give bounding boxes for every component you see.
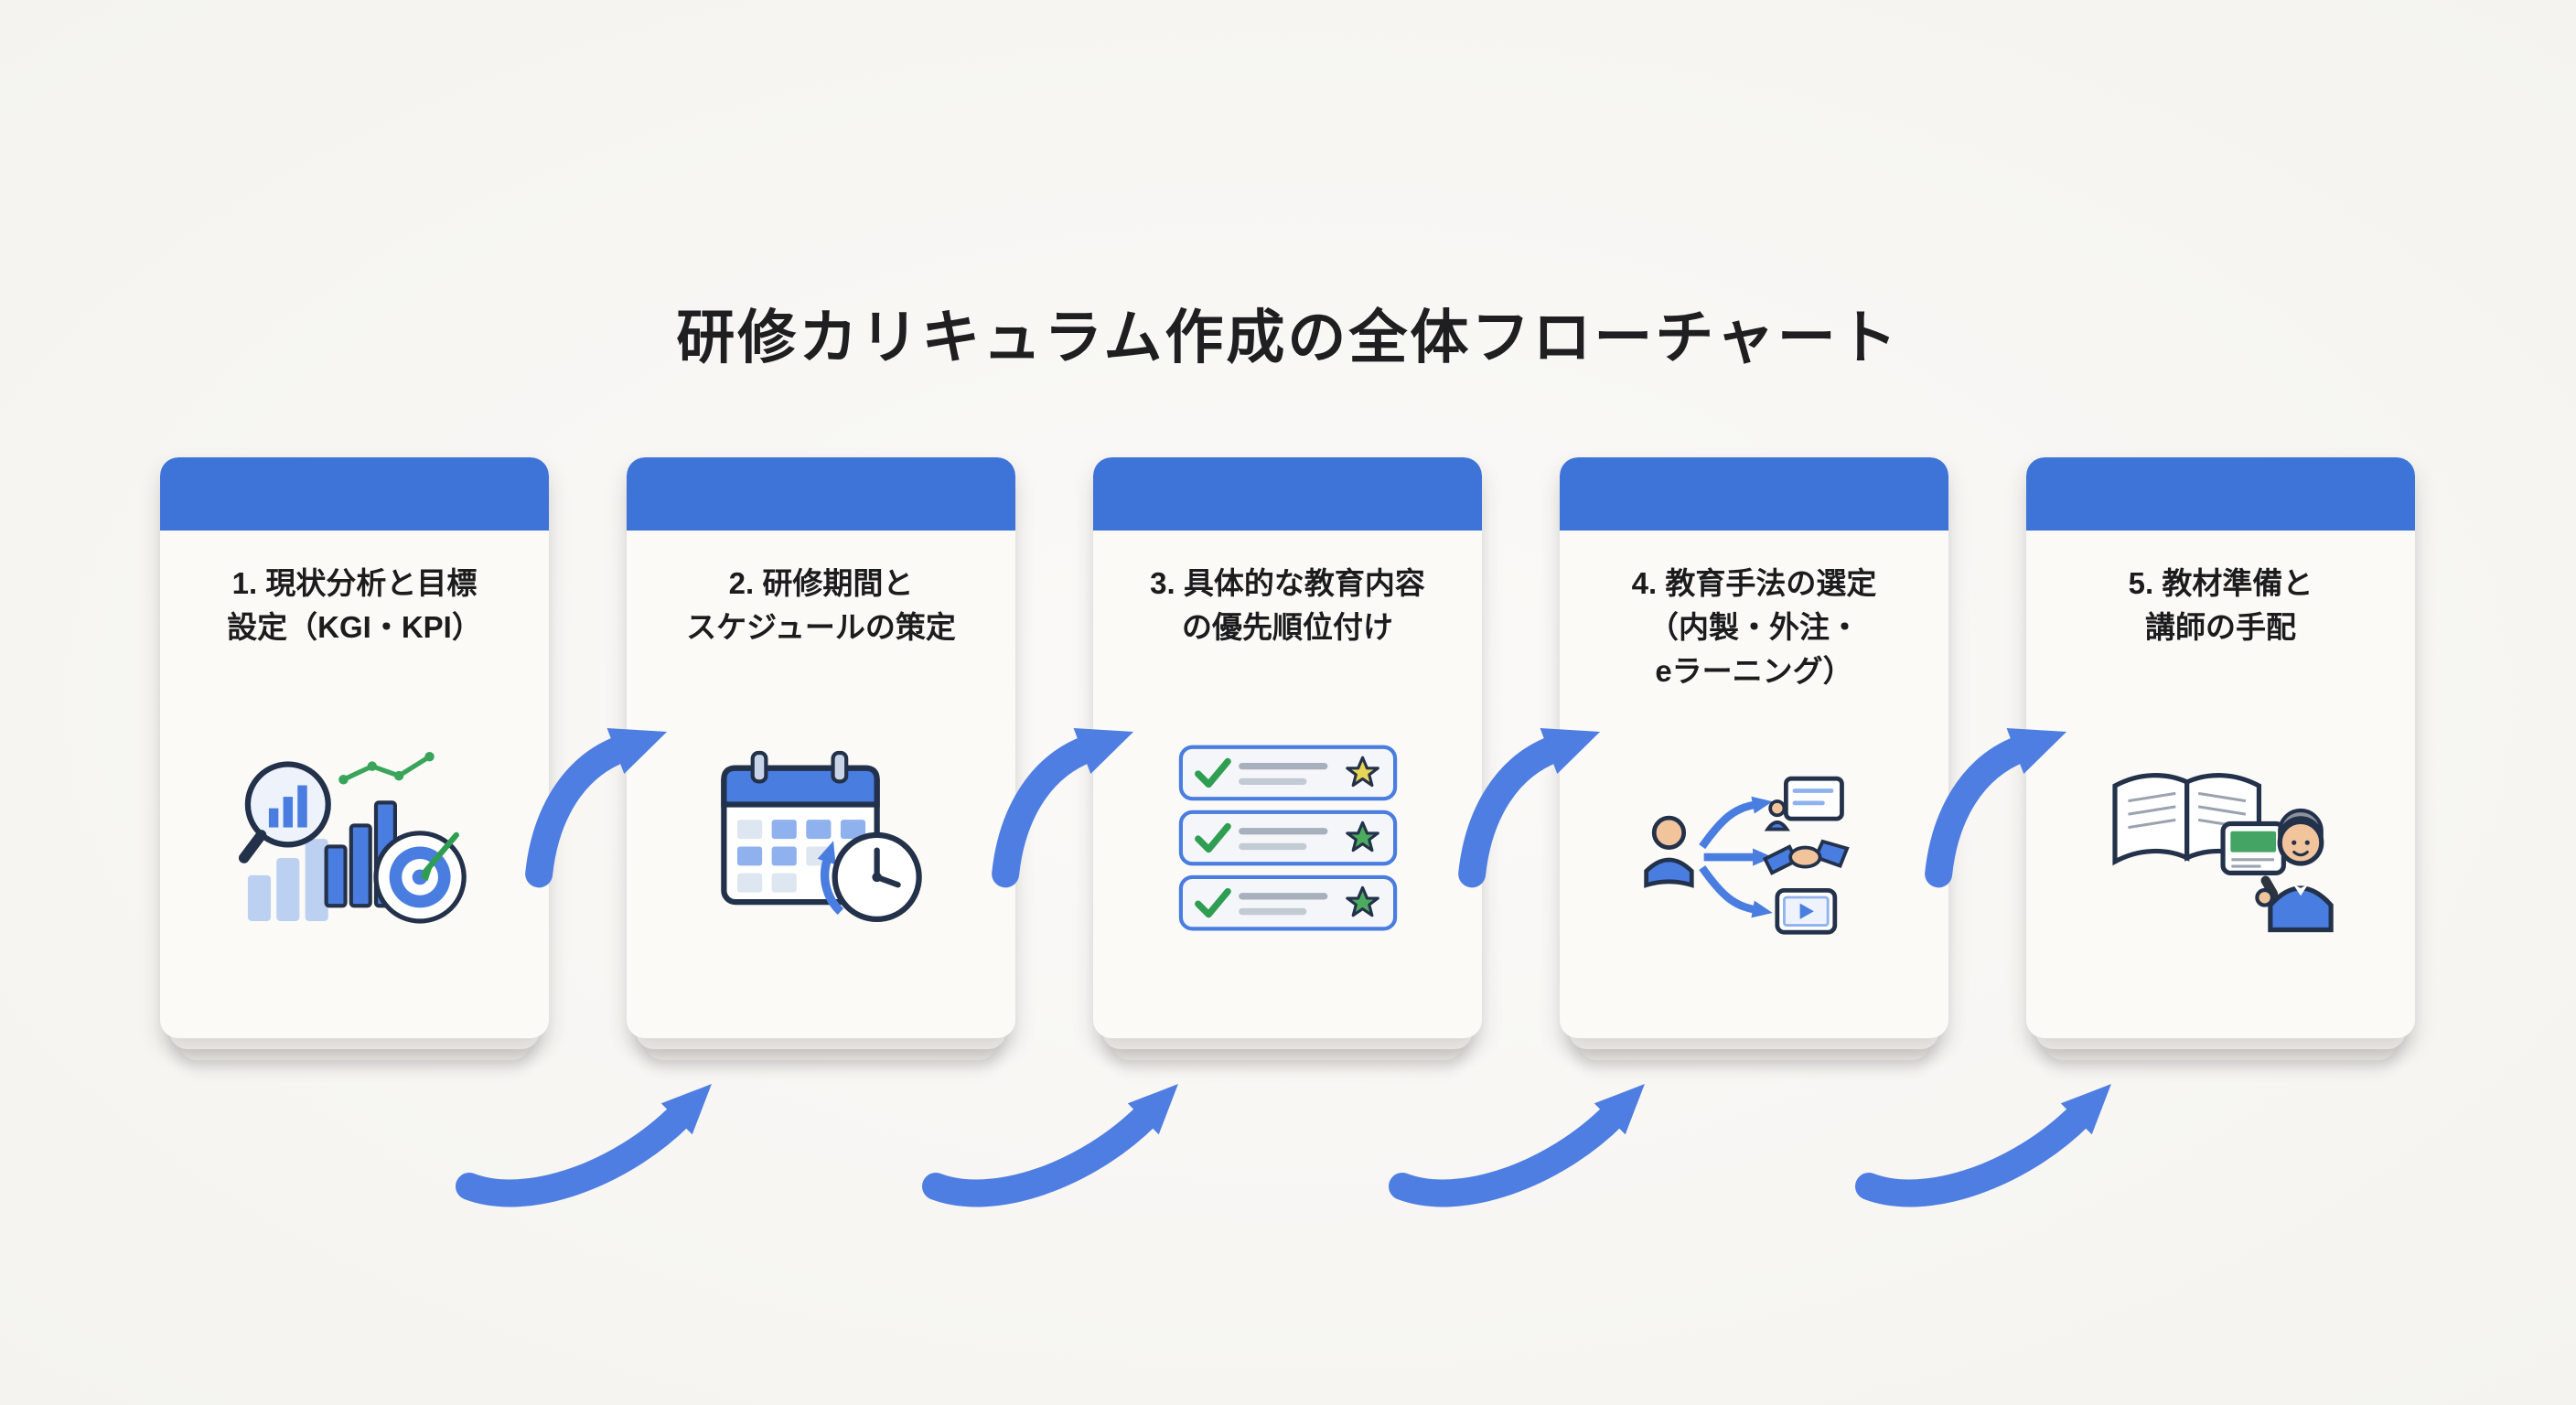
card-header-bar bbox=[627, 457, 1015, 531]
step-label: 2. 研修期間と スケジュールの策定 bbox=[686, 566, 956, 644]
step-label: 4. 教育手法の選定 （内製・外注・ eラーニング） bbox=[1631, 566, 1877, 688]
card-surface: 1. 現状分析と目標 設定（KGI・KPI） bbox=[160, 457, 549, 1038]
card-surface: 3. 具体的な教育内容 の優先順位付け bbox=[1093, 457, 1482, 1038]
flow-arrow-mid-1 bbox=[525, 728, 668, 888]
page-title: 研修カリキュラム作成の全体フローチャート bbox=[676, 305, 1900, 370]
step-label: 5. 教材準備と 講師の手配 bbox=[2128, 566, 2313, 644]
flow-arrow-mid-2 bbox=[992, 728, 1134, 888]
step-card-4: 4. 教育手法の選定 （内製・外注・ eラーニング） bbox=[1560, 457, 1948, 1060]
step-card-2: 2. 研修期間と スケジュールの策定 bbox=[627, 457, 1015, 1060]
flow-arrow-mid-3 bbox=[1458, 728, 1601, 888]
card-surface: 2. 研修期間と スケジュールの策定 bbox=[627, 457, 1015, 1038]
card-header-bar bbox=[2026, 457, 2415, 531]
flow-arrow-bottom-1 bbox=[456, 1084, 712, 1207]
steps-row: 1. 現状分析と目標 設定（KGI・KPI） bbox=[160, 457, 2415, 1060]
flow-arrow-mid-4 bbox=[1925, 728, 2067, 888]
analysis-target-icon bbox=[160, 649, 549, 1038]
training-methods-icon bbox=[1560, 693, 1948, 1038]
calendar-clock-icon bbox=[627, 649, 1015, 1038]
step-card-1: 1. 現状分析と目標 設定（KGI・KPI） bbox=[160, 457, 549, 1060]
step-card-3: 3. 具体的な教育内容 の優先順位付け bbox=[1093, 457, 1482, 1060]
priority-checklist-icon bbox=[1093, 649, 1482, 1038]
flow-arrow-bottom-3 bbox=[1389, 1084, 1645, 1207]
card-surface: 4. 教育手法の選定 （内製・外注・ eラーニング） bbox=[1560, 457, 1948, 1038]
step-label: 3. 具体的な教育内容 の優先順位付け bbox=[1150, 566, 1425, 644]
card-header-bar bbox=[1560, 457, 1948, 531]
card-surface: 5. 教材準備と 講師の手配 bbox=[2026, 457, 2415, 1038]
flow-arrow-bottom-2 bbox=[922, 1084, 1178, 1207]
step-label: 1. 現状分析と目標 設定（KGI・KPI） bbox=[227, 566, 482, 644]
card-header-bar bbox=[160, 457, 549, 531]
materials-instructor-icon bbox=[2026, 649, 2415, 1038]
step-card-5: 5. 教材準備と 講師の手配 bbox=[2026, 457, 2415, 1060]
flow-arrow-bottom-4 bbox=[1855, 1084, 2111, 1207]
card-header-bar bbox=[1093, 457, 1482, 531]
